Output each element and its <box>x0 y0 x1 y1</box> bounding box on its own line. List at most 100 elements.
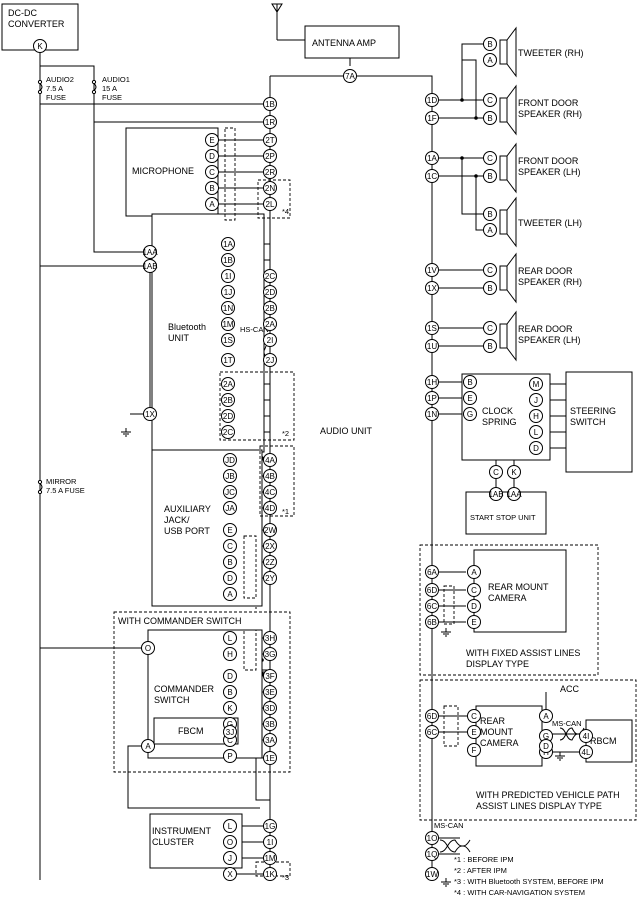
svg-text:L: L <box>534 428 539 437</box>
pin-au-2W: 2W <box>263 523 277 537</box>
pin-jk-D: D <box>223 571 237 585</box>
svg-text:6D: 6D <box>427 712 437 721</box>
acc-label: ACC <box>560 684 580 694</box>
star4-label: *4 <box>282 207 289 216</box>
svg-text:2R: 2R <box>265 168 275 177</box>
svg-text:4I: 4I <box>583 732 590 741</box>
svg-text:3A: 3A <box>265 736 275 745</box>
pin-au-3D: 3D <box>263 701 277 715</box>
svg-text:X: X <box>227 870 233 879</box>
ground-icon <box>121 428 131 437</box>
star1-label: *1 <box>282 507 289 516</box>
aux-shield-frame <box>243 535 257 599</box>
audio-unit-label: AUDIO UNIT <box>320 426 373 436</box>
connector-pins: K7ABACBCBBACBCBEDCBA1B1R2T2P2R2N2L1AA1AB… <box>33 37 593 881</box>
predicted-assist-frame <box>419 679 637 821</box>
pin-au-1AB: 1AB <box>142 259 158 273</box>
svg-text:1F: 1F <box>427 114 436 123</box>
svg-text:2P: 2P <box>265 152 275 161</box>
footnote-1: *1 : BEFORE IPM <box>454 855 514 864</box>
pin-cs-M: M <box>529 377 543 391</box>
pin-cm-H: H <box>223 647 237 661</box>
svg-text:1C: 1C <box>427 172 437 181</box>
pin-dc-K: K <box>33 39 47 53</box>
svg-text:1S: 1S <box>223 336 233 345</box>
pin-au-6A: 6A <box>425 565 439 579</box>
splice-dot <box>474 174 478 178</box>
undefined <box>461 158 490 215</box>
svg-text:C: C <box>209 168 215 177</box>
pin-cs-G: G <box>463 407 477 421</box>
svg-text:2W: 2W <box>264 526 276 535</box>
footnote-4: *4 : WITH CAR-NAVIGATION SYSTEM <box>454 888 585 897</box>
svg-text:JB: JB <box>225 472 234 481</box>
svg-text:J: J <box>228 854 232 863</box>
svg-text:2B: 2B <box>265 304 275 313</box>
pin-rc2-C: C <box>467 709 481 723</box>
svg-text:2C: 2C <box>265 272 275 281</box>
svg-text:B: B <box>487 284 492 293</box>
pin-ic-X: X <box>223 867 237 881</box>
pin-au-1N: 1N <box>425 407 439 421</box>
svg-text:E: E <box>227 526 232 535</box>
pin-mic-D: D <box>205 149 219 163</box>
svg-text:1A: 1A <box>427 154 437 163</box>
ground-icon <box>555 752 565 761</box>
svg-text:B: B <box>487 40 492 49</box>
svg-text:D: D <box>543 742 549 751</box>
pin-au-1R: 1R <box>263 115 277 129</box>
pin-au-3H: 3H <box>263 631 277 645</box>
svg-text:C: C <box>471 712 477 721</box>
svg-text:4C: 4C <box>265 488 275 497</box>
pin-jk-A: A <box>223 587 237 601</box>
pin-bt-1N: 1N <box>221 301 235 315</box>
pin-au-2T: 2T <box>263 133 277 147</box>
svg-text:3B: 3B <box>265 720 275 729</box>
svg-text:2C: 2C <box>223 428 233 437</box>
pin-bt-1X: 1X <box>143 407 157 421</box>
svg-text:C: C <box>227 736 233 745</box>
splice-dot <box>474 116 478 120</box>
svg-text:F: F <box>472 746 477 755</box>
twisted-pair <box>439 839 471 853</box>
fuse-icon <box>37 79 43 95</box>
svg-text:1P: 1P <box>427 394 437 403</box>
frame-star4 <box>257 179 291 219</box>
pin-au-2R: 2R <box>263 165 277 179</box>
pin-au-1Q: 1Q <box>425 847 439 861</box>
antenna-amp-box <box>304 25 400 59</box>
pin-bt-1I: 1I <box>221 269 235 283</box>
svg-text:G: G <box>543 732 549 741</box>
pin-jk-JA: JA <box>223 501 237 515</box>
pin-au-2P: 2P <box>263 149 277 163</box>
pin-au-1C: 1C <box>425 169 439 183</box>
ground-icon <box>441 628 451 637</box>
undefined <box>127 745 260 809</box>
pin-jk-JB: JB <box>223 469 237 483</box>
aux-jack-box <box>151 449 263 607</box>
svg-text:A: A <box>209 200 215 209</box>
svg-text:3H: 3H <box>265 634 275 643</box>
pin-cs-B: B <box>463 375 477 389</box>
pin-mic-C: C <box>205 165 219 179</box>
pin-rb-4L: 4L <box>579 745 593 759</box>
svg-text:D: D <box>209 152 215 161</box>
svg-text:K: K <box>37 42 43 51</box>
pin-au-1I: 1I <box>263 835 277 849</box>
svg-text:K: K <box>511 468 517 477</box>
front-door-rh-speaker <box>499 84 517 136</box>
steering-switch-box <box>565 371 633 473</box>
pin-rd-lh-C: C <box>483 321 497 335</box>
svg-text:O: O <box>227 838 233 847</box>
cmd-shield-frame <box>243 629 257 671</box>
pin-fd-lh-C: C <box>483 151 497 165</box>
pin-au2-2A: 2A <box>221 377 235 391</box>
pin-au-3B: 3B <box>263 717 277 731</box>
svg-text:A: A <box>487 56 493 65</box>
fbcm-label: FBCM <box>178 726 204 736</box>
svg-text:2A: 2A <box>265 320 275 329</box>
pin-au-1W: 1W <box>425 867 439 881</box>
